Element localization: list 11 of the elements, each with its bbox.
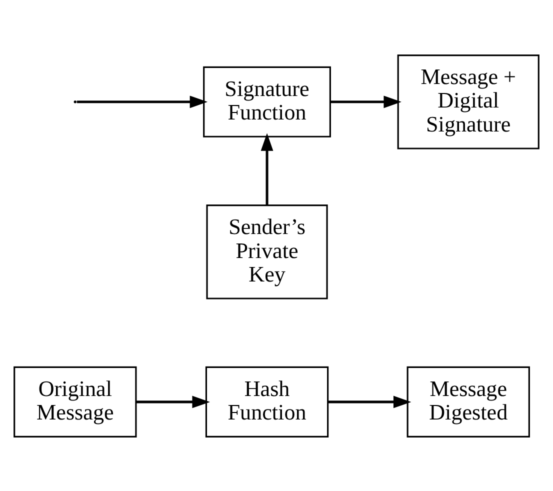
- node-box: Hash Function: [205, 366, 329, 437]
- node-box: Message + Digital Signature: [397, 54, 540, 149]
- arrow: [136, 395, 210, 408]
- node-box: Message Digested: [406, 366, 530, 437]
- node-box: Signature Function: [203, 66, 331, 137]
- arrow: [330, 95, 402, 108]
- node-box: Sender’s Private Key: [206, 204, 328, 299]
- arrow: [76, 95, 208, 108]
- arrow: [328, 395, 412, 408]
- node-box: Original Message: [14, 366, 137, 437]
- arrow: [260, 132, 274, 205]
